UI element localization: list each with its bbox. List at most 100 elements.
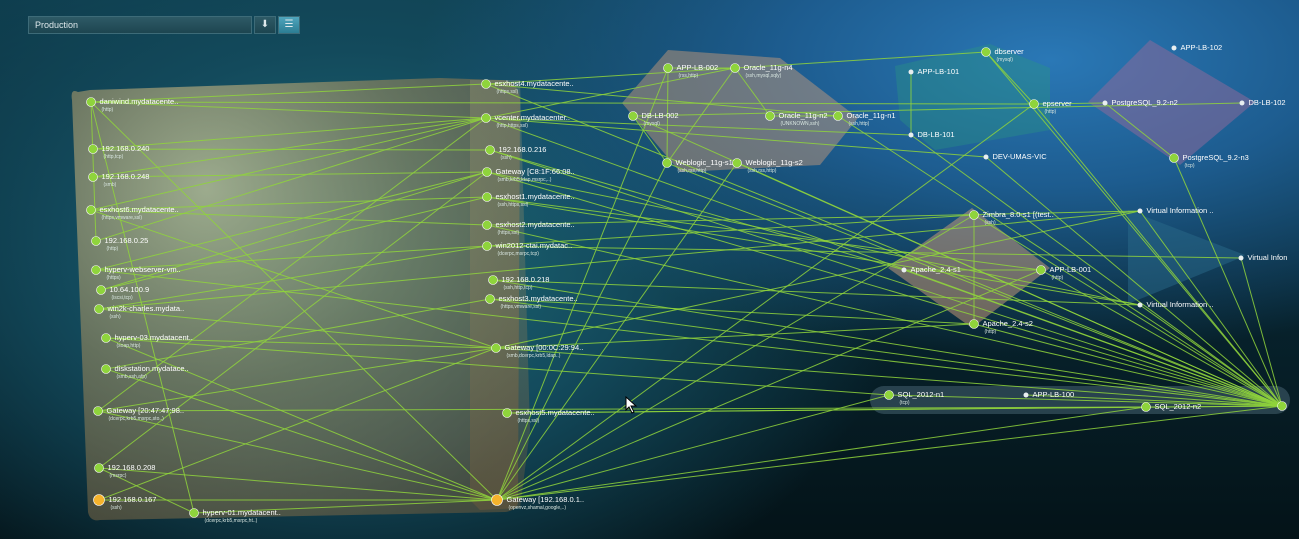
node-n48[interactable]: Virtual Infon [1238, 253, 1288, 262]
node-n39[interactable]: DB-LB-102 [1239, 98, 1286, 107]
node-marker[interactable] [491, 343, 501, 353]
node-marker[interactable] [663, 63, 673, 73]
node-marker[interactable] [485, 145, 495, 155]
node-n5[interactable]: 192.168.0.25(http) [91, 236, 149, 252]
node-marker[interactable] [833, 111, 843, 121]
node-marker[interactable] [481, 79, 491, 89]
node-marker[interactable] [189, 508, 199, 518]
node-n6[interactable]: hyperv-webserver-vm..(https) [91, 265, 181, 281]
node-marker[interactable] [485, 294, 495, 304]
environment-select[interactable]: Production [28, 16, 252, 34]
node-n44[interactable]: Apache_2.4-s1 [901, 265, 961, 274]
node-marker[interactable] [628, 111, 638, 121]
node-n30[interactable]: Oracle_11g-n2(UNKNOWN,ssh) [765, 111, 828, 127]
node-marker[interactable] [88, 172, 98, 182]
node-marker[interactable] [1023, 392, 1029, 398]
node-n7[interactable]: 10.64.100.9(iscsi,tcp) [96, 285, 150, 301]
node-n28[interactable]: Oracle_11g-n4(ssh,mysql,sqly) [730, 63, 793, 79]
node-n16[interactable]: vcenter.mydatacenter..(http,https,ssl) [481, 113, 570, 129]
node-n23[interactable]: esxhost3.mydatacente..(https,vmware,ssl) [485, 294, 578, 310]
node-marker[interactable] [91, 265, 101, 275]
node-marker[interactable] [908, 132, 914, 138]
node-marker[interactable] [482, 167, 492, 177]
node-marker[interactable] [491, 494, 503, 506]
node-n25[interactable]: esxhost5.mydatacente..(https,ssl) [502, 408, 595, 424]
node-marker[interactable] [1239, 100, 1245, 106]
node-n32[interactable]: Weblogic_11g-s1(ssh,rss,http) [662, 158, 733, 174]
node-marker[interactable] [101, 364, 111, 374]
node-n52[interactable]: SQL_2012-n2 [1141, 402, 1202, 412]
node-marker[interactable] [1171, 45, 1177, 51]
node-marker[interactable] [981, 47, 991, 57]
node-n3[interactable]: 192.168.0.248(smb) [88, 172, 150, 188]
node-marker[interactable] [482, 241, 492, 251]
node-marker[interactable] [1137, 208, 1143, 214]
node-marker[interactable] [908, 69, 914, 75]
node-marker[interactable] [86, 205, 96, 215]
node-marker[interactable] [1277, 401, 1287, 411]
node-marker[interactable] [969, 319, 979, 329]
node-marker[interactable] [93, 406, 103, 416]
node-n36[interactable]: epserver(http) [1029, 99, 1073, 115]
node-n14[interactable]: hyperv-01.mydatacent..(dcerpc,krb5,msrpc… [189, 508, 281, 524]
node-marker[interactable] [1141, 402, 1151, 412]
node-marker[interactable] [88, 144, 98, 154]
node-n42[interactable]: PostgreSQL_9.2-n3(tcp) [1169, 153, 1249, 169]
node-marker[interactable] [1029, 99, 1039, 109]
node-marker[interactable] [482, 220, 492, 230]
node-n53[interactable] [1277, 401, 1287, 411]
node-marker[interactable] [482, 192, 492, 202]
node-n17[interactable]: 192.168.0.216(ssh) [485, 145, 547, 161]
node-n46[interactable]: Apache_2.4-s2(http) [969, 319, 1033, 335]
node-n21[interactable]: win2012-ctai.mydatac..(dcerpc,msrpc,tcp) [482, 241, 573, 257]
node-n13[interactable]: 192.168.0.167(ssh) [93, 494, 157, 512]
node-n24[interactable]: Gateway [00:0C:29:94..(smb,dcerpc,krb5,l… [491, 343, 584, 359]
node-marker[interactable] [765, 111, 775, 121]
node-n51[interactable]: APP-LB-100 [1023, 390, 1075, 399]
node-marker[interactable] [502, 408, 512, 418]
node-marker[interactable] [101, 333, 111, 343]
node-n2[interactable]: 192.168.0.240(http,tcp) [88, 144, 150, 160]
node-marker[interactable] [1036, 265, 1046, 275]
node-n38[interactable]: PostgreSQL_9.2-n2 [1102, 98, 1178, 107]
node-n29[interactable]: DB-LB-002(mysql) [628, 111, 679, 127]
node-n18[interactable]: Gateway [C8:1F:66:08..(smb,krb5,ldap,msr… [482, 167, 575, 183]
node-marker[interactable] [488, 275, 498, 285]
node-n19[interactable]: esxhost1.mydatacente..(ssh,https,ssl) [482, 192, 575, 208]
node-n12[interactable]: 192.168.0.208(msrpc) [94, 463, 156, 479]
node-n15[interactable]: esxhost4.mydatacente..(https,ssl) [481, 79, 574, 95]
node-marker[interactable] [94, 463, 104, 473]
node-n41[interactable]: DEV-UMAS-VIC [983, 152, 1048, 161]
node-marker[interactable] [1238, 255, 1244, 261]
node-marker[interactable] [93, 494, 105, 506]
node-n35[interactable]: dbserver(mysql) [981, 47, 1025, 63]
node-marker[interactable] [1137, 302, 1143, 308]
node-marker[interactable] [481, 113, 491, 123]
node-n11[interactable]: Gateway [20:47:47:98..(dcerpc,krb5,msrpc… [93, 406, 185, 422]
node-n22[interactable]: 192.168.0.218(ssh,http,tcp) [488, 275, 550, 291]
node-marker[interactable] [91, 236, 101, 246]
node-n47[interactable]: Virtual Information .. [1137, 206, 1214, 215]
node-marker[interactable] [1169, 153, 1179, 163]
node-marker[interactable] [662, 158, 672, 168]
node-n27[interactable]: APP-LB-002(rss,http) [663, 63, 719, 79]
node-marker[interactable] [983, 154, 989, 160]
node-marker[interactable] [96, 285, 106, 295]
node-marker[interactable] [969, 210, 979, 220]
node-n49[interactable]: Virtual Information .. [1137, 300, 1214, 309]
node-n40[interactable]: DB-LB-101 [908, 130, 955, 139]
node-n20[interactable]: esxhost2.mydatacente..(https,ssl) [482, 220, 575, 236]
node-marker[interactable] [901, 267, 907, 273]
node-marker[interactable] [732, 158, 742, 168]
node-n50[interactable]: SQL_2012-n1(tcp) [884, 390, 945, 406]
node-marker[interactable] [884, 390, 894, 400]
node-n10[interactable]: diskstation.mydatace..(smb,ssh,afp) [101, 364, 189, 380]
node-n1[interactable]: daniwind.mydatacente..(http) [86, 97, 179, 113]
node-n26[interactable]: Gateway [192.168.0.1..(openvz,shamal,goo… [491, 494, 585, 512]
node-n33[interactable]: Weblogic_11g-s2(ssh,rss,http) [732, 158, 803, 174]
node-n9[interactable]: hyperv-03.mydatacent..(soap,http) [101, 333, 193, 349]
download-icon[interactable]: ⬇ [254, 16, 276, 34]
node-n31[interactable]: Oracle_11g-n1(ssh,http) [833, 111, 896, 127]
node-marker[interactable] [730, 63, 740, 73]
node-n43[interactable]: Zimbra_8.0-s1 [(test..(ssh) [969, 210, 1054, 226]
